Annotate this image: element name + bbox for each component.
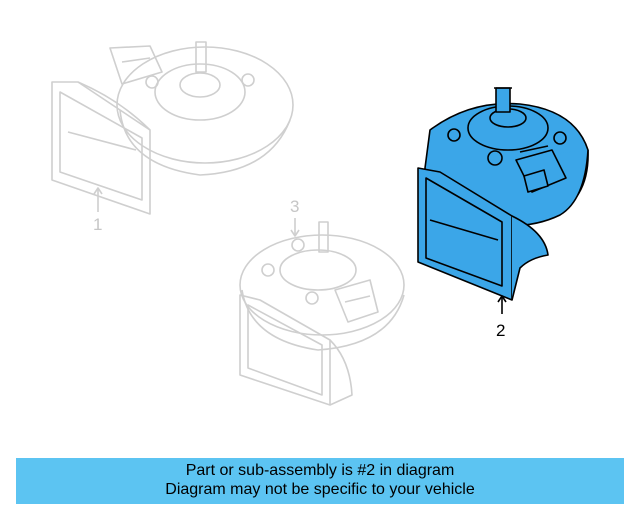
horn-part-2-icon bbox=[417, 87, 589, 314]
info-banner: Part or sub-assembly is #2 in diagram Di… bbox=[16, 458, 624, 504]
horn-part-1-icon bbox=[51, 41, 294, 215]
banner-line-part: Part or sub-assembly is #2 in diagram bbox=[185, 462, 455, 479]
callout-2-label: 2 bbox=[496, 321, 506, 340]
horn-part-3-icon bbox=[239, 218, 405, 406]
banner-line-disclaimer: Diagram may not be specific to your vehi… bbox=[165, 481, 475, 498]
callout-1-label: 1 bbox=[93, 215, 103, 234]
parts-diagram bbox=[51, 41, 589, 406]
callout-3-label: 3 bbox=[290, 197, 300, 216]
